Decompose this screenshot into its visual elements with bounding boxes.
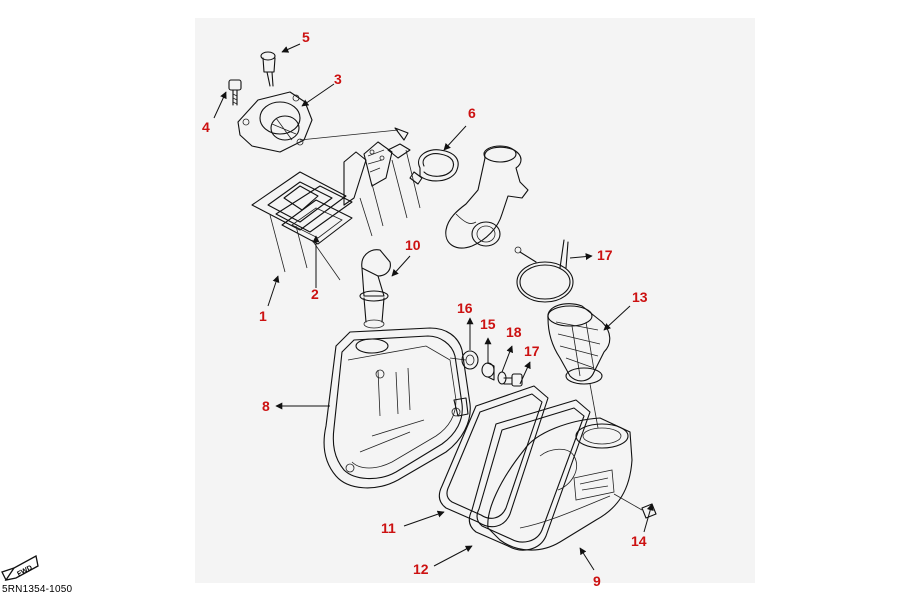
callout-11: 11 (381, 520, 396, 536)
callout-17-lower: 17 (524, 343, 540, 359)
callout-18: 18 (506, 324, 522, 340)
part-6-clamp (409, 149, 459, 185)
callout-3: 3 (334, 71, 342, 87)
callout-2: 2 (311, 286, 319, 302)
diagram-code: 5RN1354-1050 (2, 584, 73, 595)
part-3-bolt-line (299, 129, 399, 141)
part-17-wire-clamp-upper (514, 239, 574, 303)
callout-4: 4 (202, 119, 210, 135)
part-13-guide-line (589, 383, 599, 429)
assembly-lines (269, 149, 421, 281)
part-4-bolt (228, 79, 242, 106)
part-2-gasket (281, 199, 353, 245)
part-1-reed-valve (251, 171, 353, 233)
callout-13: 13 (632, 289, 648, 305)
part-3-reed-cover (237, 91, 313, 153)
part-9-case-cover (487, 417, 633, 551)
leader-lines (213, 43, 654, 571)
part-3-nut (394, 127, 409, 141)
callout-5: 5 (302, 29, 310, 45)
part-8-case-half (323, 327, 471, 489)
callout-9: 9 (593, 573, 601, 589)
fwd-arrow-icon: FWD (1, 555, 39, 581)
callout-8: 8 (262, 398, 270, 414)
callout-labels: 1 2 3 4 5 6 8 9 10 11 12 13 14 15 16 17 … (202, 29, 648, 589)
callout-17-upper: 17 (597, 247, 613, 263)
callout-15: 15 (480, 316, 496, 332)
callout-1: 1 (259, 308, 267, 324)
callout-12: 12 (413, 561, 429, 577)
reed-plates (343, 141, 411, 206)
part-13-intake-duct (547, 303, 611, 385)
part-5-screw (260, 51, 276, 87)
part-10-pipe (359, 249, 391, 329)
callout-14: 14 (631, 533, 647, 549)
callout-6: 6 (468, 105, 476, 121)
callout-16: 16 (457, 300, 473, 316)
intake-elbow (445, 145, 529, 249)
callout-10: 10 (405, 237, 421, 253)
part-12-element (468, 399, 591, 551)
diagram-background (195, 18, 755, 583)
